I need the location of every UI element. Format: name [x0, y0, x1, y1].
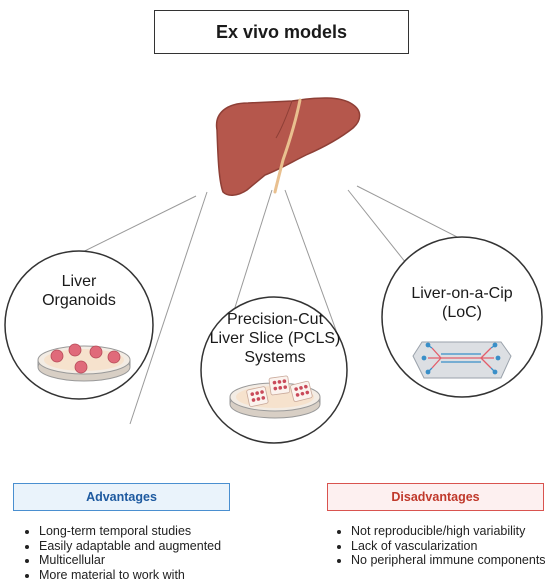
advantage-item: Multicellular [39, 553, 221, 568]
petri-dish-pcls [229, 375, 321, 419]
organoid [107, 350, 121, 364]
label-line: Liver-on-a-Cip [411, 285, 513, 302]
label-line: Liver Slice (PCLS) [209, 330, 341, 347]
label-line: Systems [244, 349, 306, 366]
label-line: Liver [61, 273, 97, 290]
advantages-heading: Advantages [13, 483, 230, 511]
advantage-item: Long-term temporal studies [39, 524, 221, 539]
chip-illustration [412, 341, 512, 379]
liver-slice [290, 380, 313, 402]
advantage-item: More material to work with [39, 568, 221, 583]
disadvantages-list: Not reproducible/high variability Lack o… [334, 524, 546, 568]
chip-body [412, 341, 512, 379]
label-liver-organoids: Liver Organoids [20, 272, 138, 310]
liver-illustration [215, 97, 361, 196]
disadvantage-item: Lack of vascularization [351, 539, 546, 554]
disadvantage-item: No peripheral immune components [351, 553, 546, 568]
disadvantage-item: Not reproducible/high variability [351, 524, 546, 539]
label-line: Organoids [42, 292, 116, 309]
liver-lobe-line [275, 100, 293, 139]
disadvantages-heading: Disadvantages [327, 483, 544, 511]
label-line: Precision-Cut [226, 311, 324, 328]
liver-slice [268, 375, 291, 396]
label-loc: Liver-on-a-Cip (LoC) [396, 284, 528, 322]
organoid [50, 349, 64, 363]
label-pcls: Precision-Cut Liver Slice (PCLS) Systems [208, 310, 342, 367]
liver-slice [246, 386, 269, 407]
advantages-list: Long-term temporal studies Easily adapta… [22, 524, 221, 582]
liver-vessel [273, 98, 302, 194]
organoid [89, 345, 103, 359]
diagram-title: Ex vivo models [154, 10, 409, 54]
label-line: (LoC) [441, 304, 482, 321]
petri-dish-organoids [37, 343, 131, 382]
organoid [74, 360, 88, 374]
organoid [68, 343, 82, 357]
advantage-item: Easily adaptable and augmented [39, 539, 221, 554]
